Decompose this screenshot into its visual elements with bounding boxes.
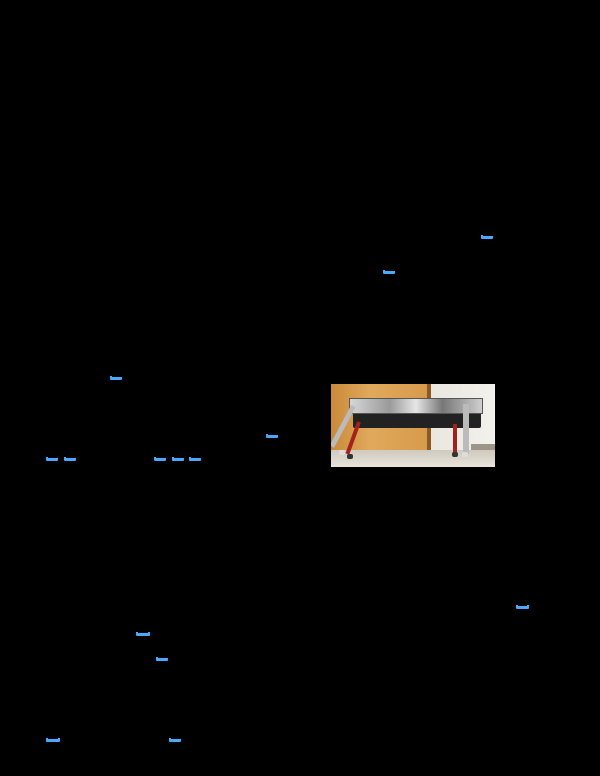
robot-foot [452,452,458,457]
citation-link[interactable] [136,632,150,636]
robot-foot [462,452,468,457]
citation-link[interactable] [172,457,184,461]
citation-link[interactable] [189,457,201,461]
citation-link[interactable] [516,605,529,609]
citation-link[interactable] [46,738,60,742]
citation-link[interactable] [169,738,181,742]
floor [331,450,495,467]
citation-link[interactable] [481,235,493,239]
robot-rear-leg [463,404,469,454]
citation-link[interactable] [64,457,76,461]
citation-link[interactable] [110,376,122,380]
citation-link[interactable] [154,457,166,461]
citation-link[interactable] [156,657,168,661]
robot-foot [347,454,353,459]
robot-rear-leg-red [453,424,457,454]
robot-photo-figure [331,384,495,467]
citation-link[interactable] [46,457,58,461]
baseboard [471,444,495,452]
citation-link[interactable] [383,270,395,274]
citation-link[interactable] [266,434,278,438]
robot-foot [339,450,345,455]
robot-body [353,410,481,428]
